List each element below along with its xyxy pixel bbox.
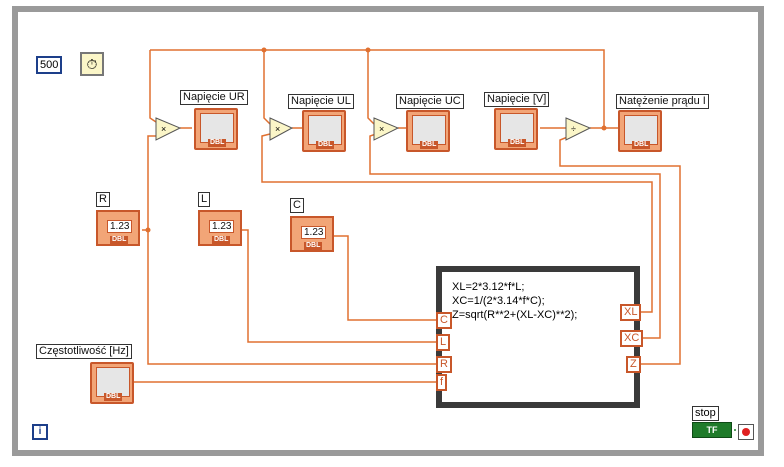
wait-timer-icon: ⏱ xyxy=(80,52,104,76)
label-c: C xyxy=(290,198,304,213)
knob-napiecie-v[interactable]: DBL xyxy=(494,108,538,150)
multiply-node-ul xyxy=(269,117,294,141)
gauge-icon xyxy=(624,115,658,145)
formula-output-xl[interactable]: XL xyxy=(620,304,642,321)
label-napiecie-v: Napięcie [V] xyxy=(484,92,550,107)
label-stop: stop xyxy=(692,406,719,421)
knob-icon xyxy=(96,367,130,397)
gauge-icon xyxy=(308,115,342,145)
svg-text:×: × xyxy=(379,124,384,134)
formula-output-z[interactable]: Z xyxy=(626,356,641,373)
wire-l xyxy=(242,229,436,343)
wire-z xyxy=(559,135,681,365)
formula-node[interactable]: XL=2*3.12*f*L; XC=1/(2*3.14*f*C); Z=sqrt… xyxy=(436,266,640,408)
multiply-node-ur xyxy=(155,117,182,141)
multiply-node-uc xyxy=(373,117,400,141)
svg-text:×: × xyxy=(275,124,280,134)
knob-icon xyxy=(500,113,534,143)
meter-i[interactable]: DBL xyxy=(618,110,662,152)
formula-input-r[interactable]: R xyxy=(436,356,452,373)
formula-input-l[interactable]: L xyxy=(436,334,451,351)
wire-to-mult3 xyxy=(367,50,375,125)
wire-to-mult1 xyxy=(149,50,157,123)
loop-condition-stop-icon[interactable] xyxy=(738,424,754,440)
meter-uc[interactable]: DBL xyxy=(406,110,450,152)
label-napiecie-uc: Napięcie UC xyxy=(396,94,464,109)
control-l[interactable]: 1.23 DBL xyxy=(198,210,242,246)
svg-text:÷: ÷ xyxy=(571,124,576,134)
constant-500[interactable]: 500 xyxy=(36,56,63,74)
formula-input-f[interactable]: f xyxy=(436,374,448,391)
wire-xc xyxy=(369,133,661,339)
control-c[interactable]: 1.23 DBL xyxy=(290,216,334,252)
wire-to-mult2 xyxy=(263,50,271,125)
label-natezenie-i: Natężenie prądu I xyxy=(616,94,709,109)
label-czestotliwosc: Częstotliwość [Hz] xyxy=(36,344,132,359)
knob-czestotliwosc[interactable]: DBL xyxy=(90,362,134,404)
wire-xl xyxy=(261,133,653,313)
loop-iteration-icon: i xyxy=(32,424,48,440)
svg-text:×: × xyxy=(161,124,166,134)
gauge-icon xyxy=(200,113,234,143)
meter-ur[interactable]: DBL xyxy=(194,108,238,150)
wire-c xyxy=(334,235,436,321)
formula-output-xc[interactable]: XC xyxy=(620,330,644,347)
label-napiecie-ul: Napięcie UL xyxy=(288,94,354,109)
meter-ul[interactable]: DBL xyxy=(302,110,346,152)
wire-r xyxy=(142,135,156,231)
formula-input-c[interactable]: C xyxy=(436,312,452,329)
formula-code: XL=2*3.12*f*L; XC=1/(2*3.14*f*C); Z=sqrt… xyxy=(452,281,578,321)
label-napiecie-ur: Napięcie UR xyxy=(180,90,248,105)
divide-node-i xyxy=(565,117,592,141)
stop-boolean-terminal[interactable]: TF xyxy=(692,422,732,438)
control-r[interactable]: 1.23 DBL xyxy=(96,210,140,246)
label-r: R xyxy=(96,192,110,207)
label-l: L xyxy=(198,192,211,207)
wire-top-bus xyxy=(150,49,605,128)
